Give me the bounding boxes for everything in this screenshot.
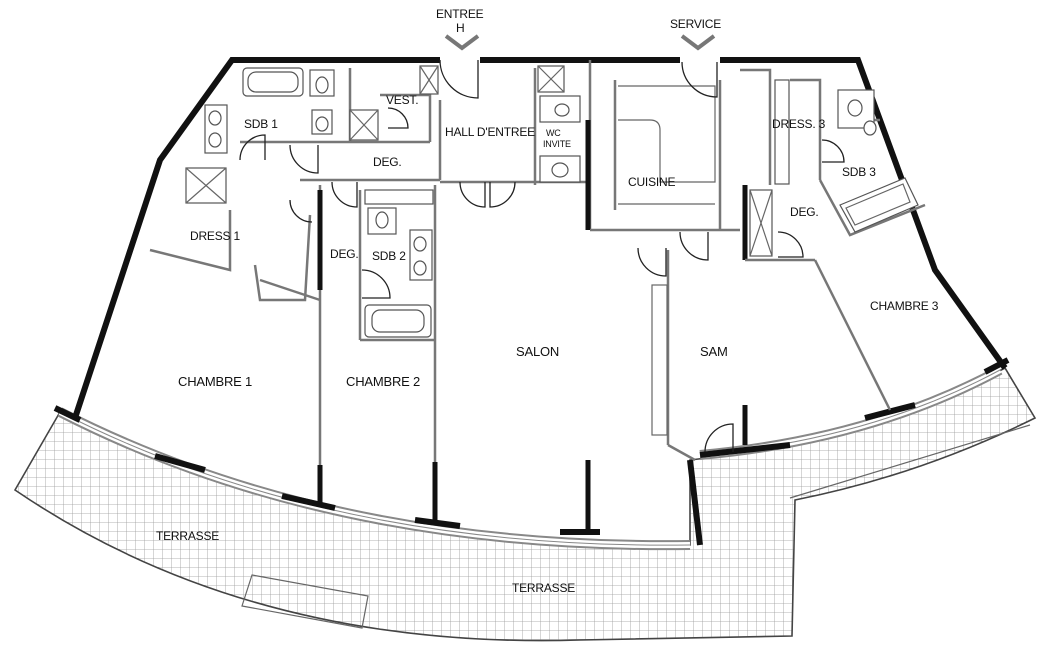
room-sdb3: SDB 3 — [842, 165, 876, 179]
bathtub-sdb3 — [839, 177, 919, 233]
room-sdb1: SDB 1 — [244, 117, 278, 131]
fixtures — [185, 65, 919, 338]
terrace-left-label: TERRASSE — [156, 529, 219, 543]
toilet-wc — [554, 103, 570, 117]
main-entry-arrow — [444, 34, 480, 51]
toilet-sdb2 — [375, 211, 389, 229]
terrace-outline — [13, 366, 1037, 642]
room-deg2: DEG. — [330, 247, 359, 261]
south-facade — [53, 357, 1010, 551]
room-deg3: DEG. — [790, 205, 819, 219]
room-salon: SALON — [516, 344, 559, 359]
room-cuisine: CUISINE — [628, 175, 675, 189]
room-wc-line1: WC — [546, 128, 561, 138]
room-dress1: DRESS 1 — [190, 229, 240, 243]
entree-sub-label: H — [456, 21, 464, 35]
room-vest: VEST. — [386, 93, 418, 107]
entree-label: ENTREE — [436, 7, 484, 21]
room-chambre1: CHAMBRE 1 — [178, 374, 252, 389]
room-wc-line2: INVITE — [543, 139, 571, 149]
doors — [239, 59, 845, 453]
room-chambre3: CHAMBRE 3 — [870, 299, 939, 313]
terrace-bottom-label: TERRASSE — [512, 581, 575, 595]
toilet-sdb3 — [847, 99, 863, 117]
room-labels: ENTREE H SERVICE SDB 1 VEST. HALL D'ENTR… — [156, 7, 939, 595]
terrace-planter — [241, 574, 369, 629]
terrace-right-strip — [789, 424, 1031, 499]
toilet-sdb1 — [315, 76, 329, 94]
room-sam: SAM — [700, 344, 728, 359]
sink-wc — [551, 162, 569, 178]
entry-markers — [444, 34, 716, 51]
room-deg-main: DEG. — [373, 155, 402, 169]
room-sdb2: SDB 2 — [372, 249, 406, 263]
service-label: SERVICE — [670, 17, 721, 31]
room-chambre2: CHAMBRE 2 — [346, 374, 420, 389]
service-entry-arrow — [680, 34, 716, 51]
terrace-area — [13, 366, 1037, 642]
room-hall: HALL D'ENTREE — [445, 125, 535, 139]
exterior-walls — [72, 57, 1008, 419]
bidet-sdb3 — [863, 120, 877, 136]
room-dress3: DRESS. 3 — [772, 117, 826, 131]
